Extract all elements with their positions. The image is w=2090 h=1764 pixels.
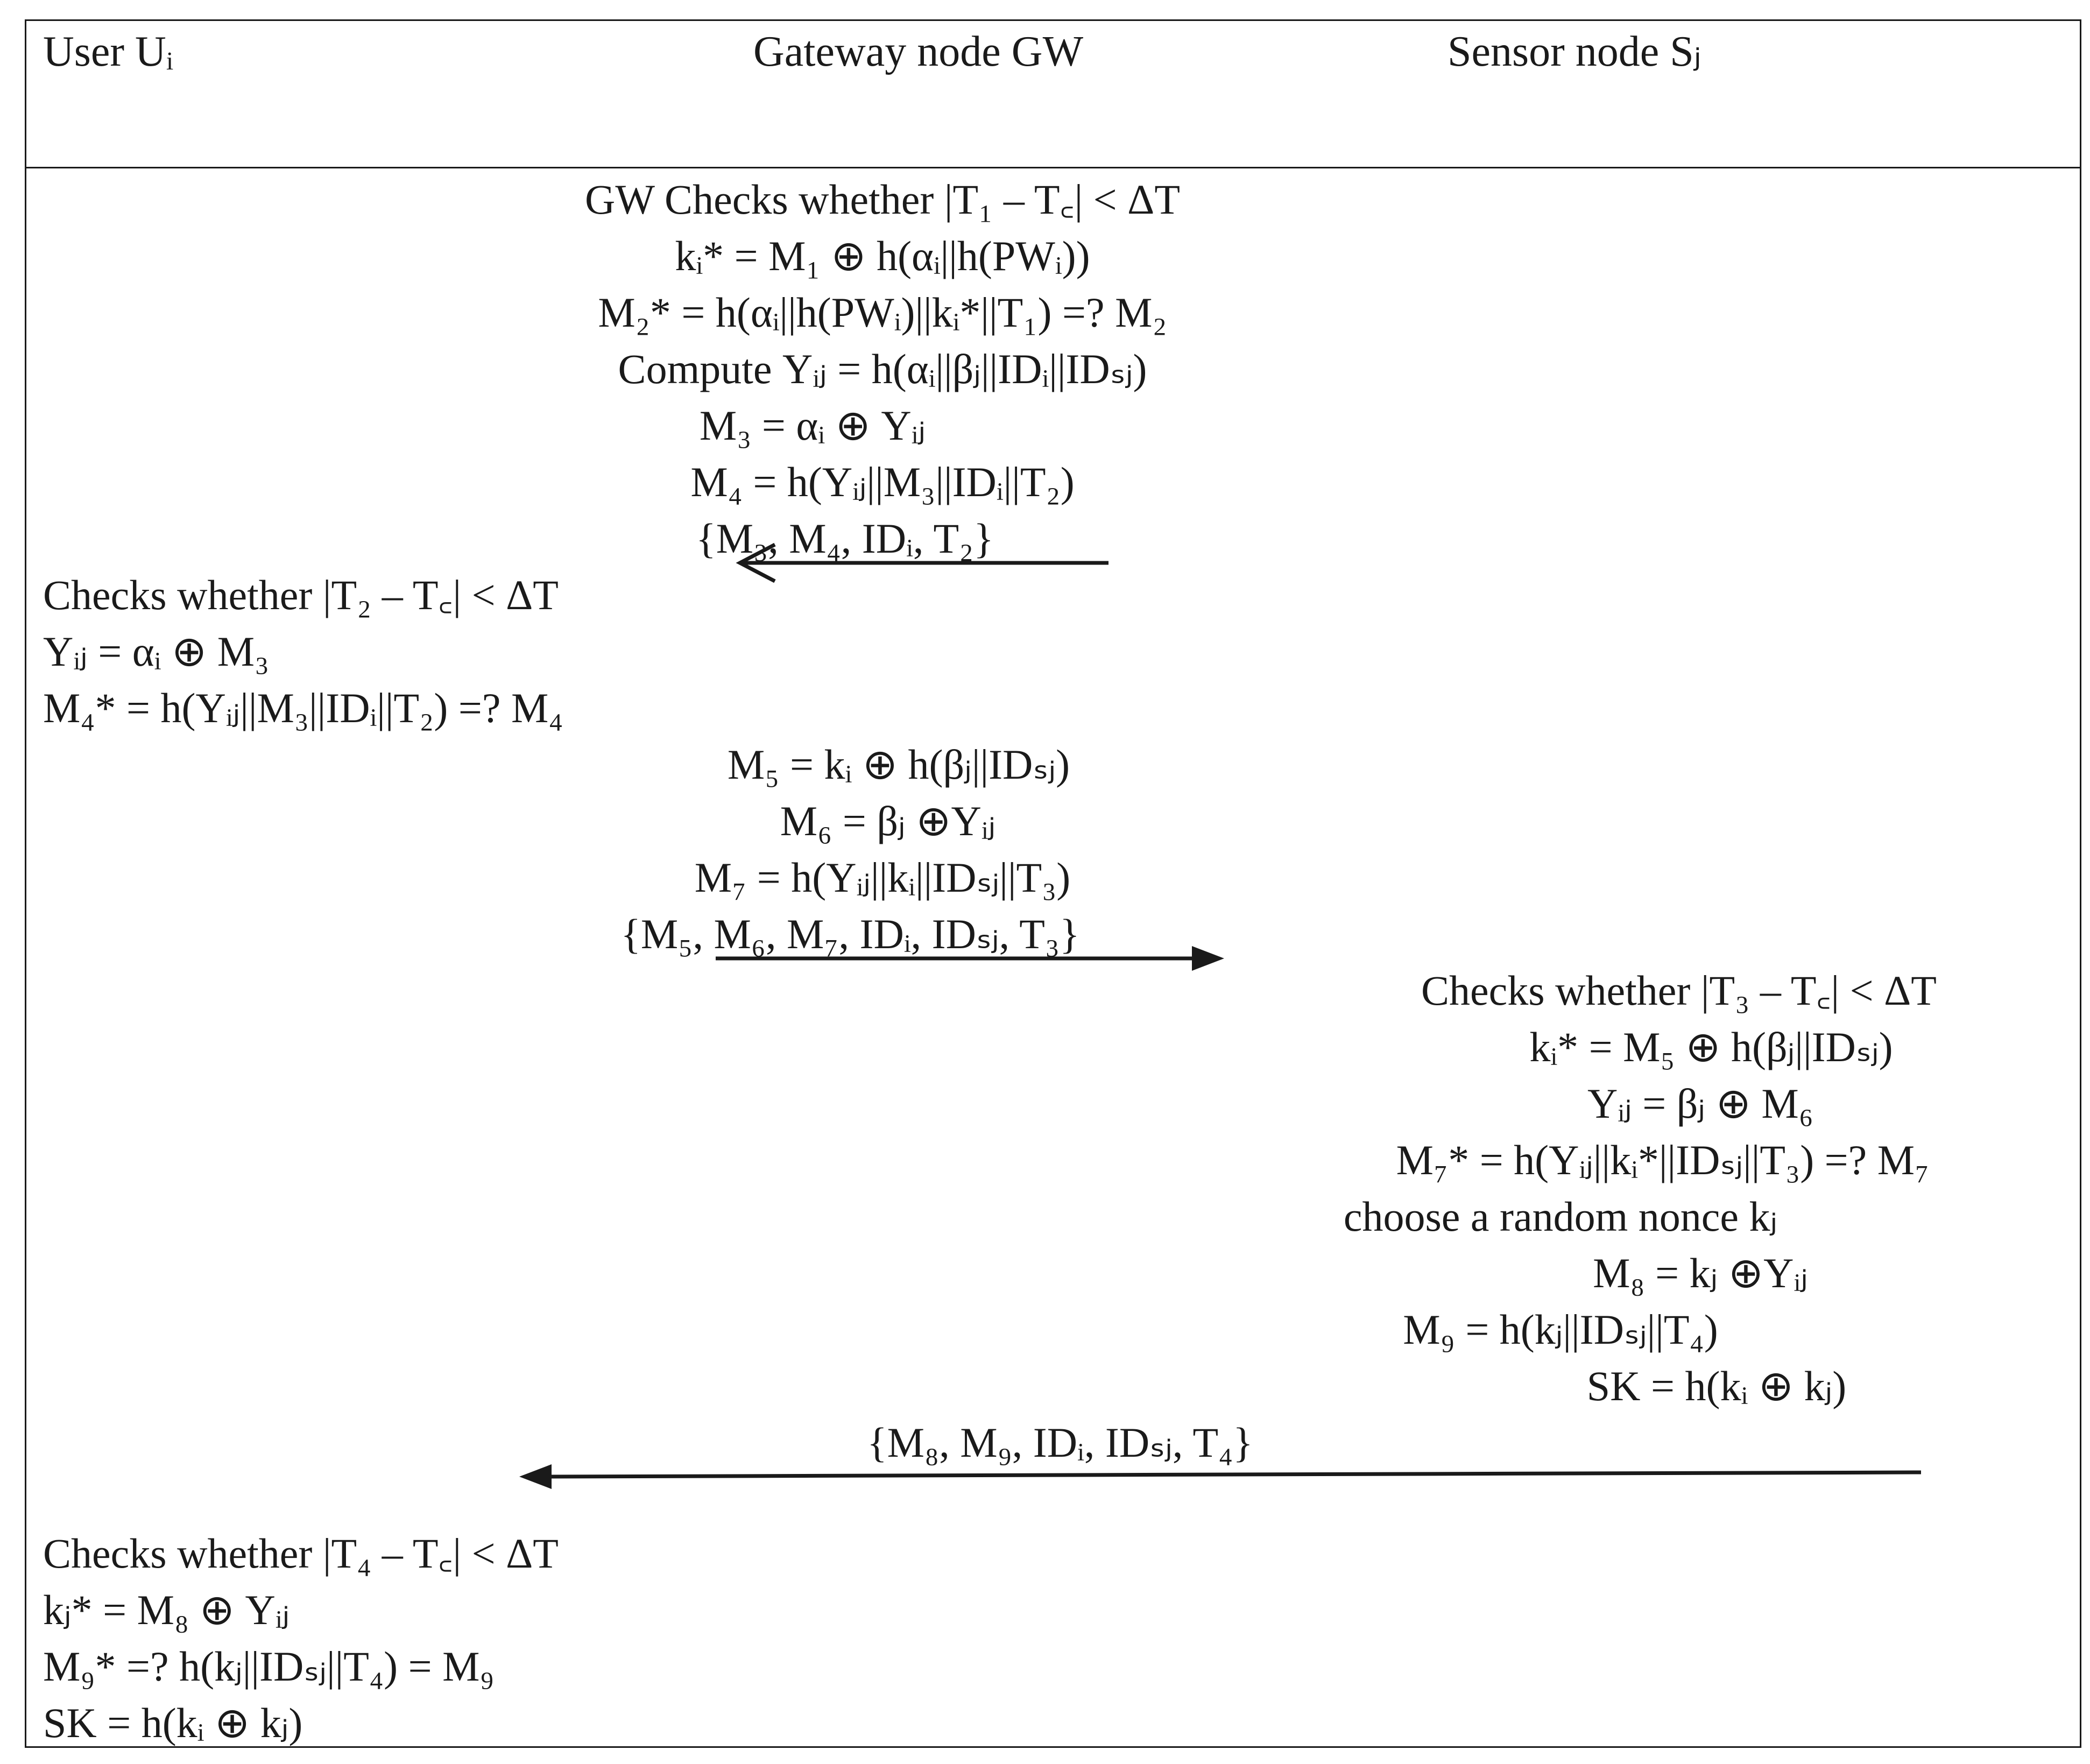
user-compute-yij: Υᵢⱼ = αᵢ ⊕ M₃: [43, 628, 270, 675]
user-column-header: User Uᵢ: [43, 28, 173, 75]
user-check-timestamp-t4: Checks whether |T₄ – T꜀| < ΔT: [43, 1530, 559, 1577]
sensor-choose-nonce: choose a random nonce kⱼ: [1343, 1193, 1778, 1240]
gw-compute-m3: M₃ = αᵢ ⊕ Υᵢⱼ: [699, 402, 926, 449]
message-gw-to-user: {M₃, M₄, IDᵢ, T₂}: [696, 515, 994, 562]
arrow-gw-to-user: [736, 542, 1108, 583]
user-verify-m9: M₉* =? h(kⱼ||IDₛⱼ||T₄) = M₉: [43, 1643, 495, 1690]
gateway-column-header: Gateway node GW: [753, 28, 1084, 75]
sensor-verify-m7: M₇* = h(Υᵢⱼ||kᵢ*||IDₛⱼ||T₃) =? M₇: [1396, 1137, 1930, 1183]
message-gw-to-sensor: {M₅, M₆, M₇, IDᵢ, IDₛⱼ, T₃}: [620, 911, 1080, 957]
user-check-timestamp: Checks whether |T₂ – T꜀| < ΔT: [43, 571, 559, 618]
sensor-column-header: Sensor node Sⱼ: [1448, 28, 1701, 75]
arrow-gw-to-sensor: [716, 946, 1224, 971]
gw-compute-m6: M₆ = βⱼ ⊕Υᵢⱼ: [780, 798, 996, 844]
sensor-compute-m9: M₉ = h(kⱼ||IDₛⱼ||T₄): [1403, 1306, 1718, 1353]
arrow-sensor-to-user: [519, 1464, 1922, 1489]
gw-compute-yij: Compute Υᵢⱼ = h(αᵢ||βⱼ||IDᵢ||IDₛⱼ): [618, 345, 1147, 392]
sensor-compute-m8: M₈ = kⱼ ⊕Υᵢⱼ: [1593, 1250, 1808, 1296]
sensor-compute-sk: SK = h(kᵢ ⊕ kⱼ): [1586, 1363, 1847, 1409]
sensor-compute-yij: Υᵢⱼ = βⱼ ⊕ M₆: [1587, 1080, 1813, 1127]
message-sensor-to-user: {M₈, M₉, IDᵢ, IDₛⱼ, T₄}: [867, 1419, 1253, 1466]
sensor-check-timestamp: Checks whether |T₃ – T꜀| < ΔT: [1421, 967, 1937, 1014]
user-compute-kj: kⱼ* = M₈ ⊕ Υᵢⱼ: [43, 1586, 290, 1633]
gw-compute-ki: kᵢ* = M₁ ⊕ h(αᵢ||h(PWᵢ)): [675, 232, 1090, 279]
header-divider: [25, 167, 2081, 168]
diagram-frame: [25, 19, 2081, 1748]
gw-compute-m4: M₄ = h(Υᵢⱼ||M₃||IDᵢ||T₂): [690, 458, 1075, 505]
gw-verify-m2: M₂* = h(αᵢ||h(PWᵢ)||kᵢ*||T₁) =? M₂: [598, 289, 1167, 336]
user-verify-m4: M₄* = h(Υᵢⱼ||M₃||IDᵢ||T₂) =? M₄: [43, 685, 563, 731]
gw-compute-m7: M₇ = h(Υᵢⱼ||kᵢ||IDₛⱼ||T₃): [694, 854, 1071, 901]
gw-compute-m5: M₅ = kᵢ ⊕ h(βⱼ||IDₛⱼ): [727, 741, 1070, 788]
sensor-compute-ki: kᵢ* = M₅ ⊕ h(βⱼ||IDₛⱼ): [1529, 1024, 1893, 1070]
user-compute-sk: SK = h(kᵢ ⊕ kⱼ): [43, 1699, 303, 1746]
gw-check-timestamp: GW Checks whether |T₁ – T꜀| < ΔT: [585, 176, 1180, 223]
